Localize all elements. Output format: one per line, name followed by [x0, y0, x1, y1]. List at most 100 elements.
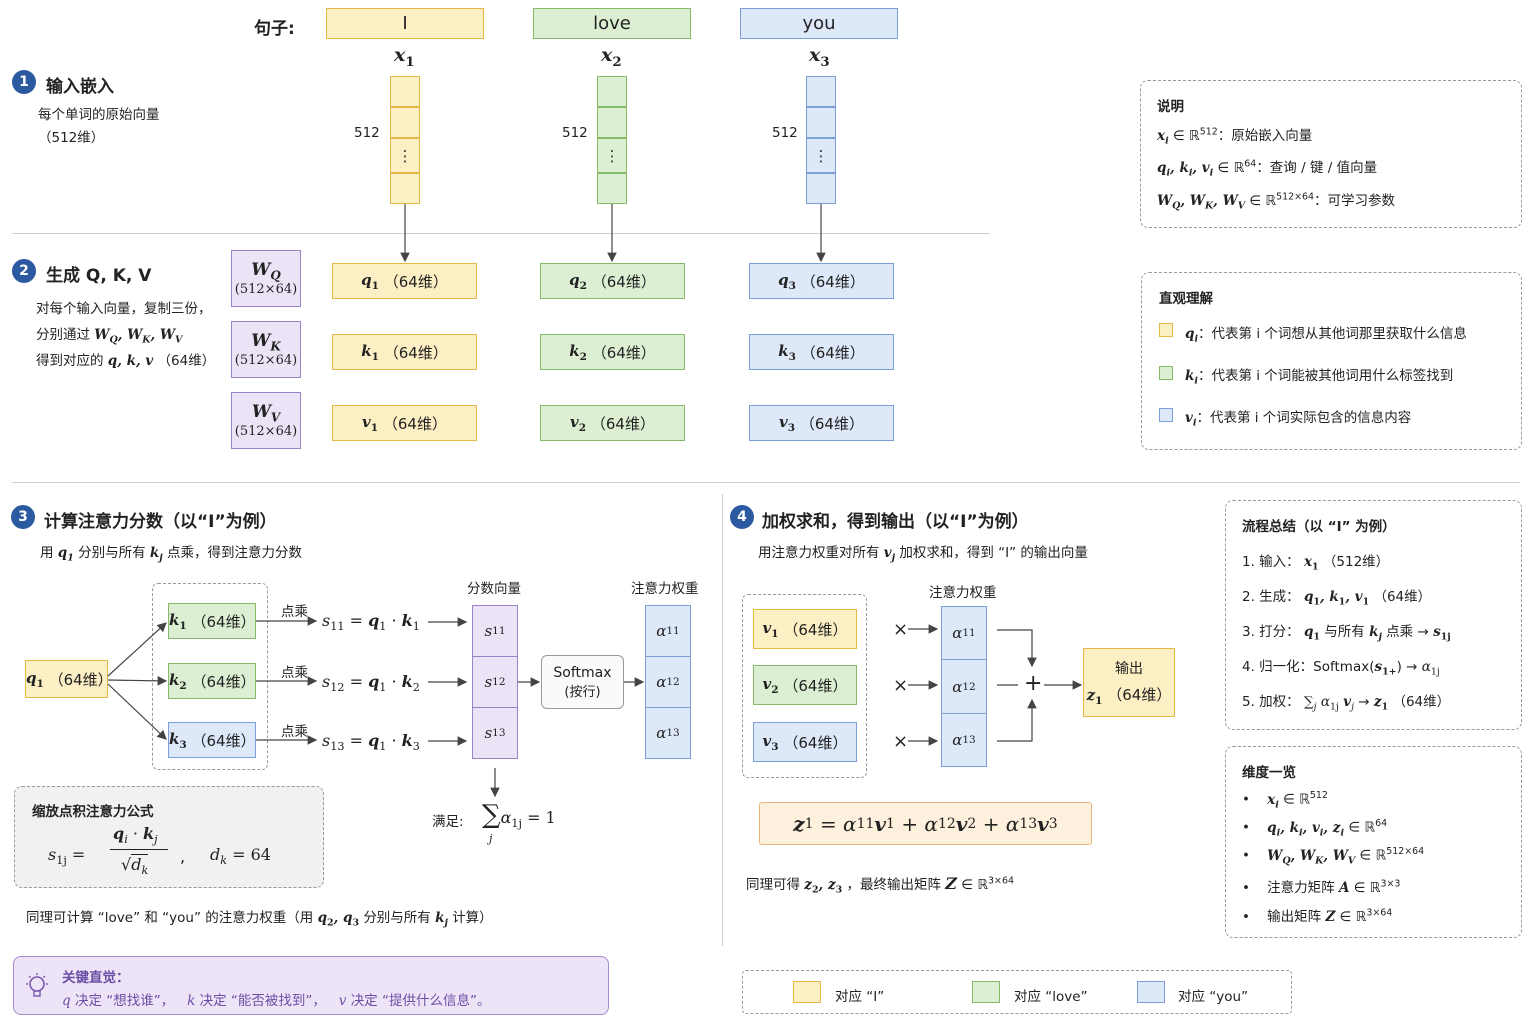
flow-step-5: 5. 加权： ∑j α1j vj → z1 （64维） [1242, 694, 1451, 713]
section-3-title: 计算注意力分数（以“I”为例） [44, 512, 277, 532]
legend-label-you: 对应 “you” [1178, 989, 1249, 1005]
explain-title: 说明 [1157, 99, 1184, 115]
arrow-q-k2 [107, 676, 168, 686]
k1-key-box: k1 （64维） [168, 603, 256, 639]
explain-line-1: xi ∈ ℝ512：原始嵌入向量 [1157, 126, 1313, 147]
arrow-q-k1 [107, 622, 167, 677]
divider-1 [12, 233, 990, 234]
section-2-desc-3: 得到对应的 q, k, v （64维） [36, 353, 216, 369]
word-love: love [533, 8, 691, 39]
flow-title: 流程总结（以 “I” 为例） [1242, 519, 1396, 535]
section-3-badge: 3 [11, 505, 35, 529]
attn-weight-label-3: 注意力权重 [631, 581, 699, 597]
explain-panel [1140, 80, 1522, 228]
dims-line-4: • 注意力矩阵 A ∈ ℝ3×3 [1242, 878, 1401, 897]
intuition-panel [1141, 272, 1522, 450]
embedding-vector-3: ⋮ [806, 76, 836, 204]
section-2-desc-2: 分别通过 WQ, WK, WV [36, 327, 183, 346]
dims-line-3: • WQ, WK, WV ∈ ℝ512×64 [1242, 846, 1425, 867]
formula-box [14, 786, 324, 888]
softmax-box: Softmax (按行) [541, 655, 624, 709]
key-intuition-box [13, 956, 609, 1015]
dims-title: 维度一览 [1242, 765, 1296, 781]
section-1-desc-1: 每个单词的原始向量 [38, 107, 160, 123]
section-1-title: 输入嵌入 [46, 77, 114, 97]
intuition-swatch-k [1159, 366, 1173, 380]
intuition-item-q: qi：代表第 i 个词想从其他词那里获取什么信息 [1185, 326, 1467, 345]
dim-512-label-3: 512 [772, 125, 798, 141]
times-sign-3: × [893, 731, 909, 752]
dot-label-1: 点乘 [281, 604, 308, 620]
explain-line-3: WQ, WK, WV ∈ ℝ512×64：可学习参数 [1157, 191, 1396, 212]
q1-query-box: q1 （64维） [25, 660, 113, 698]
q1-box: q1 （64维） [332, 263, 477, 299]
legend-swatch-i [793, 981, 821, 1003]
section-2-badge: 2 [12, 259, 36, 283]
section-4-badge: 4 [730, 505, 754, 529]
explain-line-2: qi, ki, vi ∈ ℝ64：查询 / 键 / 值向量 [1157, 158, 1378, 179]
lightbulb-icon [24, 972, 50, 1002]
dot-label-2: 点乘 [281, 665, 308, 681]
dim-512-label-1: 512 [354, 125, 380, 141]
arrow-alpha11-sum [997, 629, 1037, 668]
v3-box: v3 （64维） [749, 405, 894, 441]
keys-group [152, 583, 268, 770]
dim-512-label-2: 512 [562, 125, 588, 141]
v3-value-box: v3 （64维） [753, 722, 857, 762]
weight-wq: WQ (512×64) [231, 250, 301, 307]
dims-line-5: • 输出矩阵 Z ∈ ℝ3×64 [1242, 907, 1393, 926]
arrow-alpha13-sum [997, 698, 1037, 742]
attn-weight-label-4: 注意力权重 [929, 585, 997, 601]
times-sign-2: × [893, 675, 909, 696]
intuition-swatch-v [1159, 408, 1173, 422]
score-eq-2: s12 = q1 · k2 [322, 672, 420, 695]
k2-box: k2 （64维） [540, 334, 685, 370]
x1-label: x1 [394, 44, 415, 70]
flow-panel [1225, 500, 1522, 730]
times-sign-1: × [893, 619, 909, 640]
legend-swatch-love [972, 981, 1000, 1003]
v2-value-box: v2 （64维） [753, 665, 857, 705]
flow-step-1: 1. 输入： x1 （512维） [1242, 554, 1390, 573]
intuition-item-k: ki：代表第 i 个词能被其他词用什么标签找到 [1185, 368, 1454, 387]
embedding-vector-1: ⋮ [390, 76, 420, 204]
q3-box: q3 （64维） [749, 263, 894, 299]
dot-label-3: 点乘 [281, 724, 308, 740]
sum-constraint: ∑α1j = 1 j [482, 800, 556, 845]
section-2-desc-1: 对每个输入向量，复制三份， [36, 301, 212, 317]
legend-label-i: 对应 “I” [835, 989, 885, 1005]
v2-box: v2 （64维） [540, 405, 685, 441]
score-eq-3: s13 = q1 · k3 [322, 731, 420, 754]
section-4-desc: 用注意力权重对所有 vj 加权求和，得到 “I” 的输出向量 [758, 545, 1088, 564]
k2-key-box: k2 （64维） [168, 663, 256, 699]
divider-2 [12, 482, 1520, 483]
section-1-badge: 1 [12, 70, 36, 94]
v1-box: v1 （64维） [332, 405, 477, 441]
key-intuition-text: q 决定 “想找谁”， k 决定 “能否被找到”， v 决定 “提供什么信息”。 [62, 993, 491, 1009]
dims-line-1: • xi ∈ ℝ512 [1242, 790, 1328, 811]
word-i: I [326, 8, 484, 39]
section-2-title: 生成 Q, K, V [46, 266, 152, 286]
intuition-item-v: vi：代表第 i 个词实际包含的信息内容 [1185, 410, 1412, 429]
values-group [742, 594, 867, 778]
arrow-q-k3 [107, 683, 167, 740]
legend-panel [742, 970, 1292, 1014]
divider-vertical [722, 494, 723, 946]
flow-step-4: 4. 归一化：Softmax(s1+) → α1j [1242, 659, 1440, 678]
flow-step-2: 2. 生成： q1, k1, v1 （64维） [1242, 589, 1432, 608]
plus-sign: + [1024, 671, 1043, 696]
dims-panel [1225, 746, 1522, 938]
formula-fraction-bar [110, 849, 168, 850]
formula-numerator: qi · kj [113, 824, 158, 847]
score-eq-1: s11 = q1 · k1 [322, 611, 420, 634]
output-box: 输出 z1 （64维） [1083, 648, 1175, 717]
satisfy-label: 满足: [432, 814, 464, 830]
flow-step-3: 3. 打分： q1 与所有 kj 点乘 → s1j [1242, 624, 1451, 643]
k1-box: k1 （64维） [332, 334, 477, 370]
k3-key-box: k3 （64维） [168, 722, 256, 758]
section-4-footer: 同理可得 z2, z3 ，最终输出矩阵 Z ∈ ℝ3×64 [746, 874, 1014, 896]
